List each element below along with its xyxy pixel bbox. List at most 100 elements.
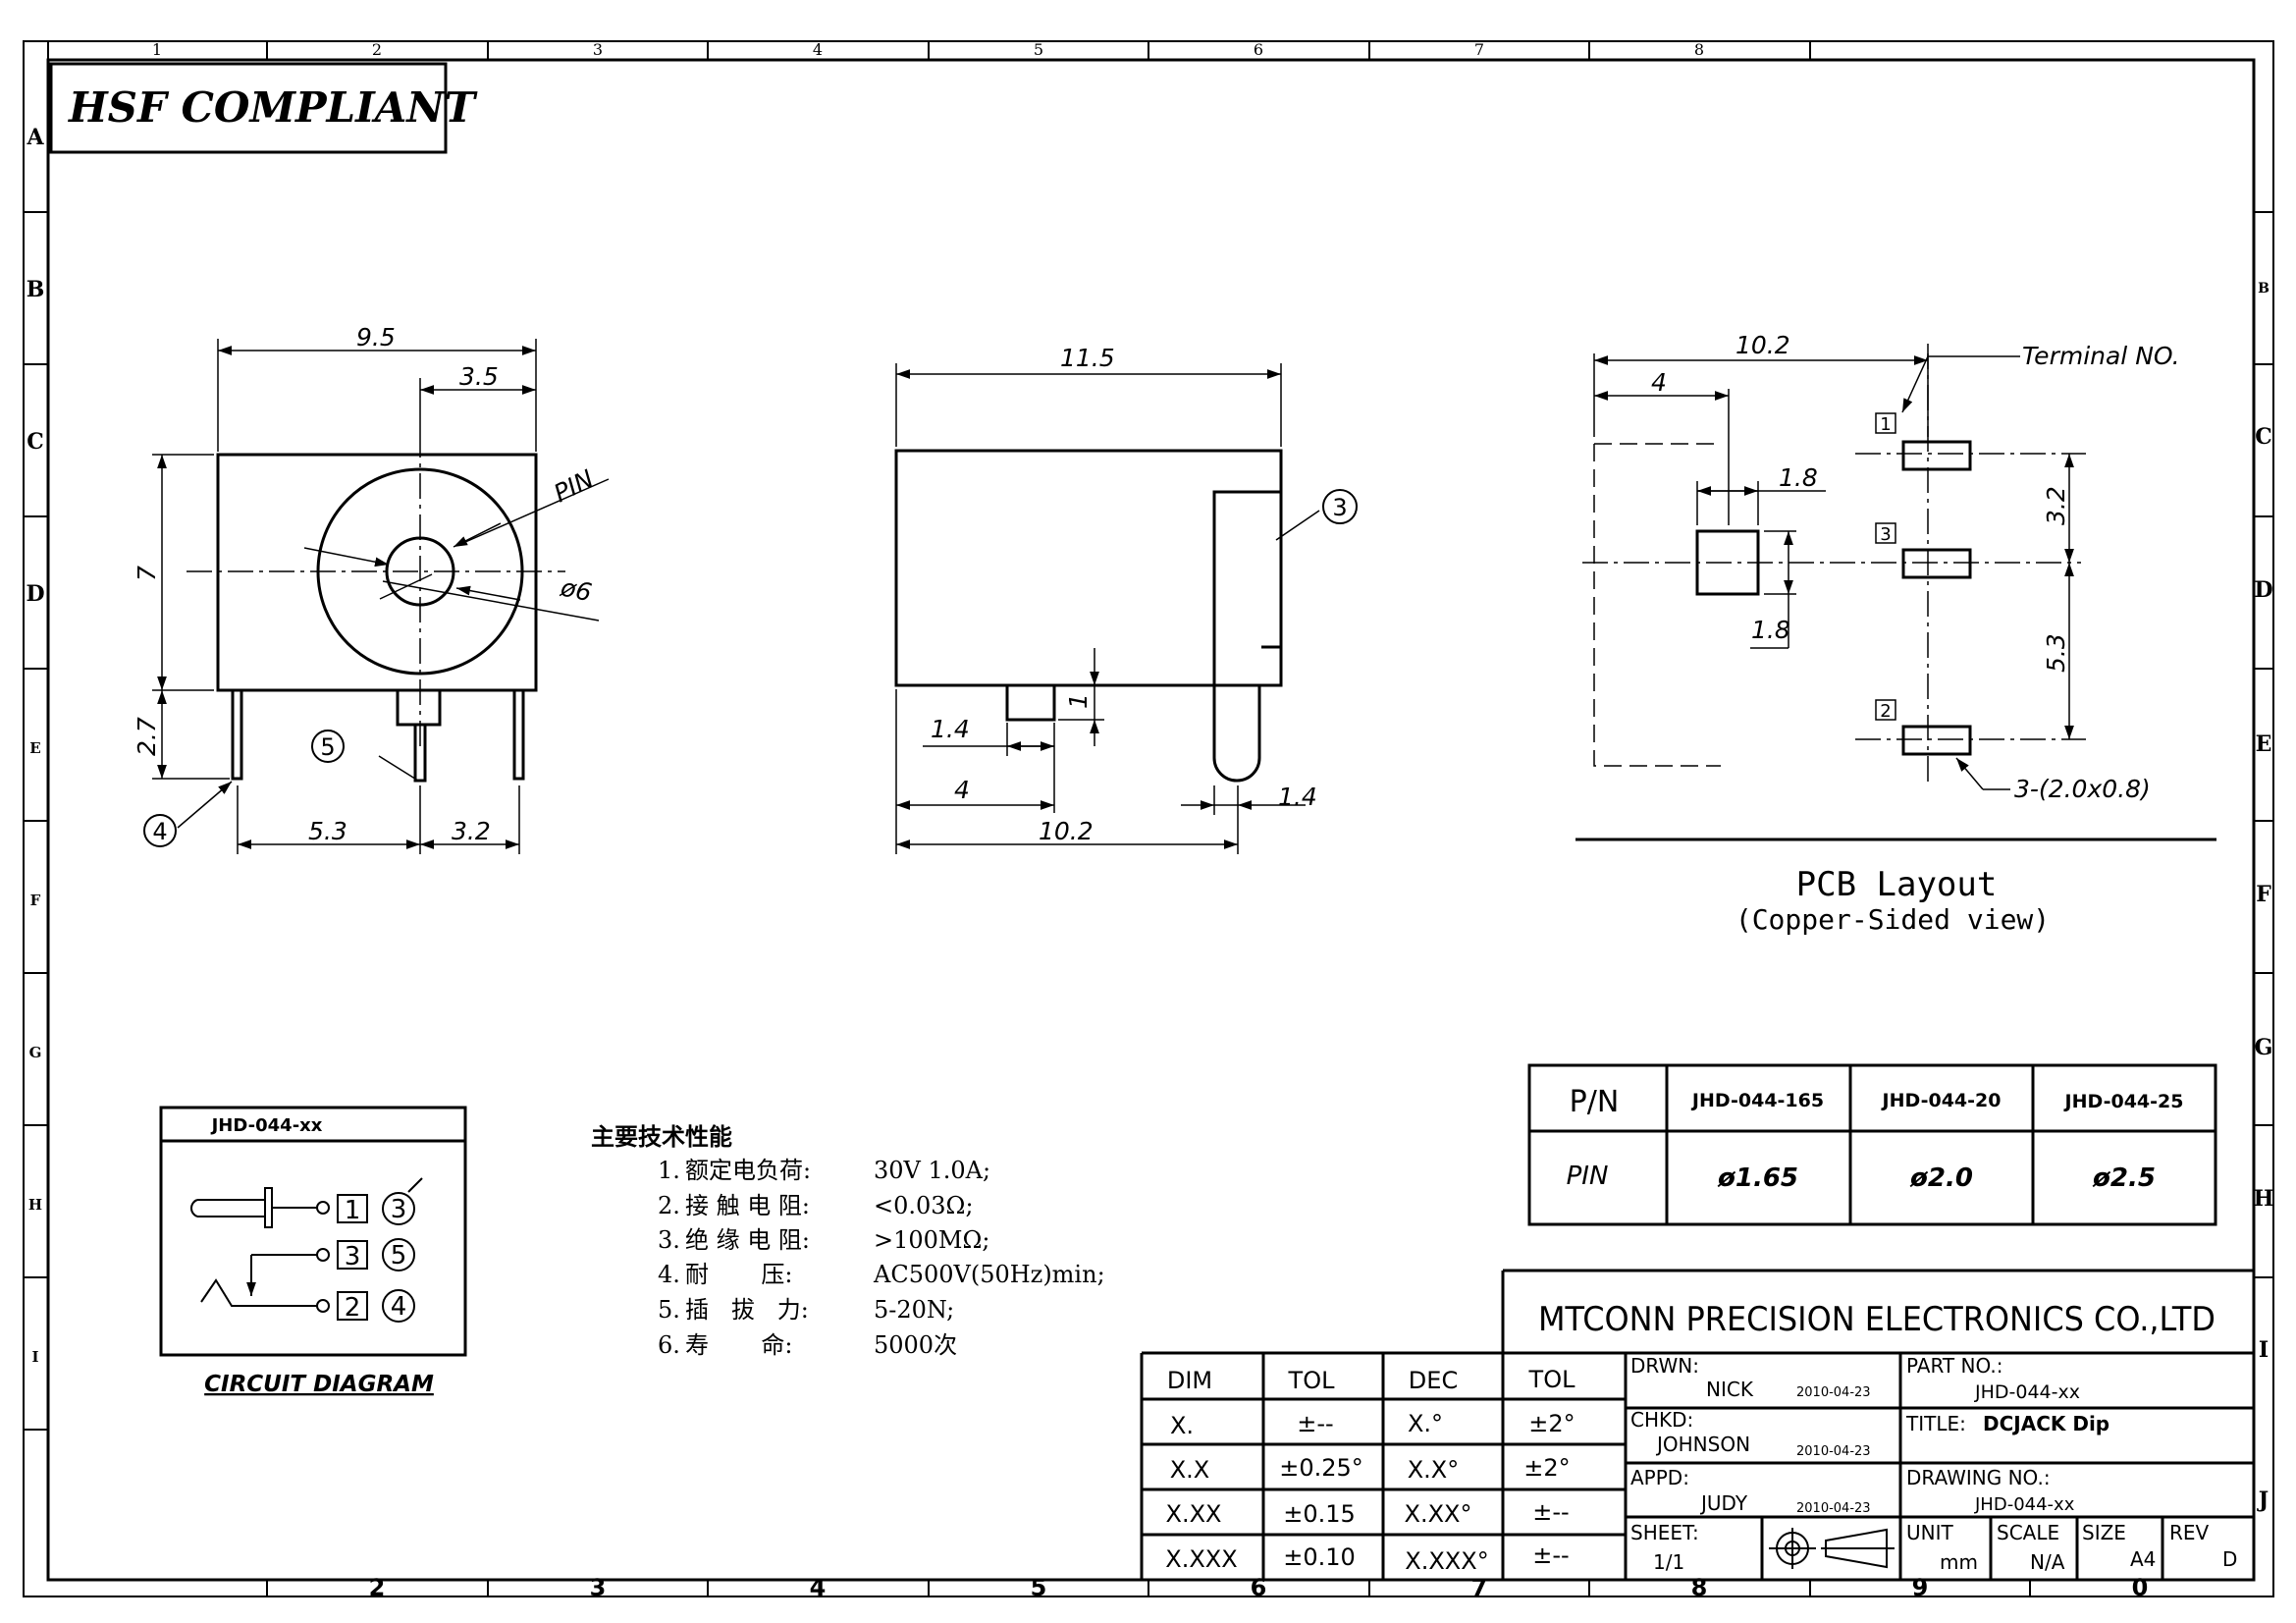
tol-cell: X.XX: [1166, 1500, 1222, 1528]
col-label-top: 1: [152, 40, 162, 59]
dim-pcb-overall: 10.2: [1735, 331, 1790, 359]
callout-4: 4: [143, 814, 177, 847]
pcb-layout-subtitle: (Copper-Sided view): [1735, 903, 2050, 936]
row-label: B: [27, 277, 45, 302]
specifications: 主要技术性能 1. 额定电负荷: 30V 1.0A; 2. 接 触 电 阻: <…: [591, 1122, 1105, 1359]
circuit-callout: 5: [391, 1241, 407, 1271]
row-label: I: [31, 1348, 38, 1366]
spec-label: 寿 命:: [685, 1331, 793, 1359]
scale-label: SCALE: [1997, 1521, 2059, 1544]
dim-hole-offset-label: 3.5: [459, 362, 499, 391]
dim-width-label: 9.5: [356, 323, 396, 352]
drwn-date: 2010-04-23: [1796, 1385, 1871, 1400]
row-label: C: [2255, 424, 2272, 450]
hsf-compliant-text: HSF COMPLIANT: [68, 83, 478, 132]
row-label: J: [2257, 1488, 2269, 1513]
svg-text:4: 4: [152, 818, 167, 845]
tol-cell: X.XXX°: [1405, 1547, 1488, 1575]
side-notch: [1261, 645, 1283, 685]
chkd-date: 2010-04-23: [1796, 1444, 1871, 1459]
sheet-value: 1/1: [1653, 1550, 1684, 1574]
pad-number: 2: [1880, 701, 1891, 722]
scale-value: N/A: [2030, 1550, 2065, 1574]
front-view-labels: 9.5 3.5 7 2.7 5.3 3.2 PIN ø6: [133, 323, 599, 845]
dim-overall-length: 11.5: [1060, 344, 1115, 372]
tol-cell: ±0.25°: [1279, 1454, 1363, 1482]
col-label-top: 5: [1034, 40, 1043, 59]
tol-cell: X.XXX: [1165, 1545, 1237, 1573]
row-label: D: [2254, 577, 2272, 603]
pcb-pad-3: [1901, 548, 1972, 579]
col-label-bottom: 8: [1691, 1574, 1708, 1601]
circuit-caption: CIRCUIT DIAGRAM: [204, 1372, 434, 1397]
tol-cell: X.XX°: [1405, 1500, 1472, 1528]
appd-name: JUDY: [1699, 1491, 1748, 1515]
front-view: [216, 453, 538, 783]
spec-value: 5-20N;: [874, 1296, 954, 1324]
pn-header-label: P/N: [1570, 1085, 1620, 1119]
jack-body-front: [216, 453, 538, 692]
front-view-centerlines: [187, 432, 565, 746]
spec-value: <0.03Ω;: [874, 1192, 974, 1219]
tol-cell: ±2°: [1523, 1454, 1570, 1482]
rear-terminal-block: [1212, 490, 1283, 687]
dim-pad-height: 1.8: [1751, 616, 1790, 644]
pn-header-cell: JHD-044-20: [1881, 1090, 2002, 1111]
drawing-no-label: DRAWING NO.:: [1906, 1466, 2051, 1489]
center-leg: [413, 725, 427, 783]
tol-cell: X.°: [1408, 1410, 1443, 1437]
mounting-pad: [1695, 529, 1760, 596]
rev-value: D: [2222, 1547, 2237, 1571]
dim-pitch-lower: 5.3: [2042, 633, 2070, 673]
row-label: B: [2258, 281, 2269, 297]
col-label-bottom: 0: [2132, 1574, 2149, 1601]
tol-cell: X.X°: [1408, 1456, 1460, 1484]
drawing-no-value: JHD-044-xx: [1974, 1494, 2075, 1515]
pad-number-boxes: [1875, 412, 1896, 721]
drwn-name: NICK: [1706, 1378, 1754, 1401]
jack-body-side: [894, 449, 1283, 687]
circuit-callout: 4: [391, 1292, 407, 1322]
zone-labels-bottom: 2 3 4 5 6 7 8 9 0: [369, 1574, 2149, 1601]
pad-number: 3: [1880, 524, 1891, 545]
spec-value: >100MΩ;: [874, 1226, 989, 1254]
callout-5: 5: [311, 730, 345, 763]
tol-cell: ±--: [1297, 1410, 1333, 1437]
pad-size-note: 3-(2.0x0.8): [2014, 775, 2151, 803]
svg-text:5: 5: [320, 733, 335, 761]
col-label-top: 2: [372, 40, 382, 59]
pn-header-cell: JHD-044-165: [1690, 1090, 1824, 1111]
circuit-terminal: 2: [345, 1293, 361, 1323]
pcb-layout-title: PCB Layout: [1796, 865, 1998, 904]
left-leg: [231, 690, 243, 781]
row-labels-right: B C D E F G H I J: [2254, 281, 2274, 1513]
unit-value: mm: [1940, 1550, 1978, 1574]
tol-header: DIM: [1167, 1367, 1212, 1394]
sheet-label: SHEET:: [1630, 1521, 1699, 1544]
tol-cell: ±2°: [1528, 1410, 1575, 1437]
dim-rear-terminal-width: 1.4: [1278, 783, 1317, 811]
center-pin-stub: [396, 688, 442, 727]
pcb-pad-2: [1901, 725, 1972, 756]
tol-cell: ±--: [1532, 1542, 1569, 1569]
dim-pcb-offset: 4: [1651, 368, 1667, 397]
spec-number: 4.: [658, 1261, 680, 1288]
terminal-no-label: Terminal NO.: [2022, 342, 2180, 370]
circuit-terminal: 1: [345, 1196, 361, 1225]
col-label-bottom: 7: [1471, 1574, 1488, 1601]
tol-cell: ±0.15: [1283, 1500, 1356, 1528]
spec-title: 主要技术性能: [591, 1122, 732, 1151]
rev-label: REV: [2169, 1521, 2210, 1544]
spec-number: 1.: [658, 1157, 680, 1184]
col-label-bottom: 3: [590, 1574, 607, 1601]
col-label-bottom: 6: [1251, 1574, 1267, 1601]
col-label-top: 4: [813, 40, 823, 59]
row-label: G: [29, 1044, 42, 1061]
chkd-name: JOHNSON: [1655, 1433, 1750, 1456]
row-label: A: [26, 125, 44, 150]
callout-3: 3: [1322, 489, 1358, 524]
col-label-bottom: 9: [1912, 1574, 1929, 1601]
row-label: G: [2255, 1035, 2273, 1060]
part-number-table: P/N JHD-044-165 JHD-044-20 JHD-044-25 PI…: [1527, 1063, 2217, 1226]
spec-label: 插 拔 力:: [685, 1296, 809, 1324]
